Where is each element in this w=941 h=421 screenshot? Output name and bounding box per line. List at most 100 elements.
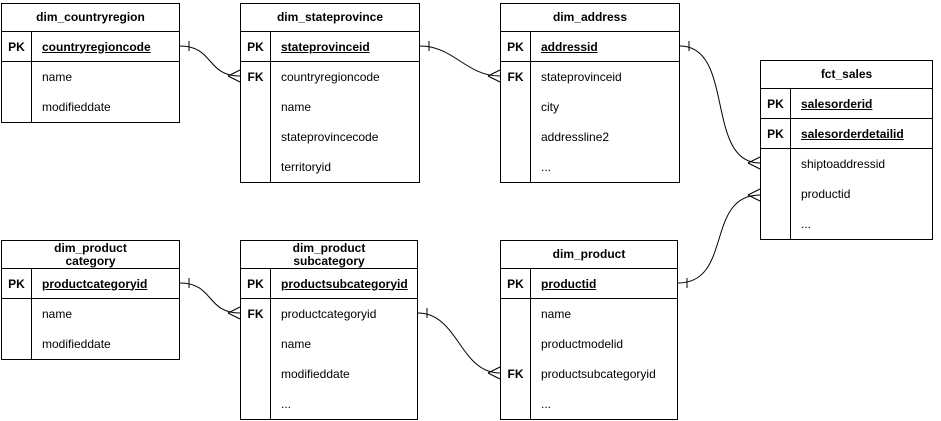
field-name: shiptoaddressid (801, 157, 886, 171)
field-name: stateprovinceid (541, 70, 622, 84)
field-name: name (281, 100, 312, 114)
table-title: dim_product subcategory (241, 241, 417, 269)
field-name: salesorderid (801, 96, 873, 111)
key-label: PK (2, 269, 32, 298)
field-name: modifieddate (281, 367, 350, 381)
key-label (501, 92, 531, 122)
table-row[interactable]: modifieddate (2, 329, 179, 359)
field-name: city (541, 100, 559, 114)
table-row[interactable]: FK productcategoryid (241, 299, 417, 329)
table-row[interactable]: PK addressid (501, 32, 679, 62)
field-name: ... (541, 160, 552, 174)
field-name: countryregioncode (281, 70, 380, 84)
key-label (761, 149, 791, 179)
table-row[interactable]: FK countryregioncode (241, 62, 419, 92)
field-name: productsubcategoryid (281, 276, 408, 291)
key-label (501, 299, 531, 329)
table-title: fct_sales (761, 61, 932, 89)
key-label: PK (241, 269, 271, 298)
relationship-edge[interactable] (179, 41, 241, 83)
table-row[interactable]: shiptoaddressid (761, 149, 932, 179)
relationship-edge[interactable] (419, 41, 501, 83)
key-label (501, 329, 531, 359)
crows-foot-prong (747, 194, 761, 202)
field-name: productcategoryid (281, 307, 377, 321)
key-label (241, 359, 271, 389)
table-row[interactable]: addressline2 (501, 122, 679, 152)
key-label (501, 122, 531, 152)
table-row[interactable]: name (241, 92, 419, 122)
field-name: name (42, 307, 73, 321)
table-row[interactable]: territoryid (241, 152, 419, 182)
key-label (761, 179, 791, 209)
crows-foot-prong (227, 75, 241, 83)
relationship-edge[interactable] (179, 278, 241, 320)
field-name: modifieddate (42, 337, 111, 351)
table-row[interactable]: city (501, 92, 679, 122)
crows-foot-prong (227, 312, 241, 320)
table-row[interactable]: ... (501, 152, 679, 182)
table-row[interactable]: name (2, 299, 179, 329)
table-row[interactable]: name (501, 299, 677, 329)
table-row[interactable]: PK countryregioncode (2, 32, 179, 62)
field-name: salesorderdetailid (801, 126, 904, 141)
table-row[interactable]: productmodelid (501, 329, 677, 359)
field-name: productcategoryid (42, 276, 148, 291)
crows-foot-prong (227, 69, 241, 77)
key-label (761, 209, 791, 239)
table-row[interactable]: PK salesorderdetailid (761, 119, 932, 149)
relationship-edge[interactable] (417, 308, 501, 380)
table-row[interactable]: modifieddate (241, 359, 417, 389)
key-label: PK (241, 32, 271, 61)
key-label: PK (761, 89, 791, 118)
key-label: FK (241, 62, 271, 92)
table-row[interactable]: productid (761, 179, 932, 209)
key-label (241, 389, 271, 419)
field-name: territoryid (281, 160, 332, 174)
table-row[interactable]: PK productsubcategoryid (241, 269, 417, 299)
relationship-edge[interactable] (677, 188, 761, 288)
table-title: dim_product category (2, 241, 179, 269)
field-name: ... (541, 397, 552, 411)
table-row[interactable]: stateprovincecode (241, 122, 419, 152)
table-row[interactable]: PK stateprovinceid (241, 32, 419, 62)
table-row[interactable]: ... (761, 209, 932, 239)
relationship-edge[interactable] (679, 41, 761, 170)
key-label: PK (761, 119, 791, 148)
table-row[interactable]: ... (501, 389, 677, 419)
table-row[interactable]: ... (241, 389, 417, 419)
table-title: dim_stateprovince (241, 4, 419, 32)
crows-foot-prong (487, 69, 501, 77)
table-row[interactable]: PK salesorderid (761, 89, 932, 119)
table-title: dim_countryregion (2, 4, 179, 32)
key-label: PK (501, 32, 531, 61)
field-name: addressline2 (541, 130, 610, 144)
table-row[interactable]: PK productcategoryid (2, 269, 179, 299)
table-row[interactable]: modifieddate (2, 92, 179, 122)
field-name: name (281, 337, 312, 351)
field-name: stateprovinceid (281, 39, 370, 54)
key-label (241, 92, 271, 122)
key-label: FK (241, 299, 271, 329)
field-name: addressid (541, 39, 598, 54)
key-label (2, 92, 32, 122)
field-name: countryregioncode (42, 39, 151, 54)
table-row[interactable]: name (2, 62, 179, 92)
field-name: ... (801, 217, 812, 231)
field-name: ... (281, 397, 292, 411)
key-label: PK (2, 32, 32, 61)
table-row[interactable]: name (241, 329, 417, 359)
key-label: FK (501, 359, 531, 389)
